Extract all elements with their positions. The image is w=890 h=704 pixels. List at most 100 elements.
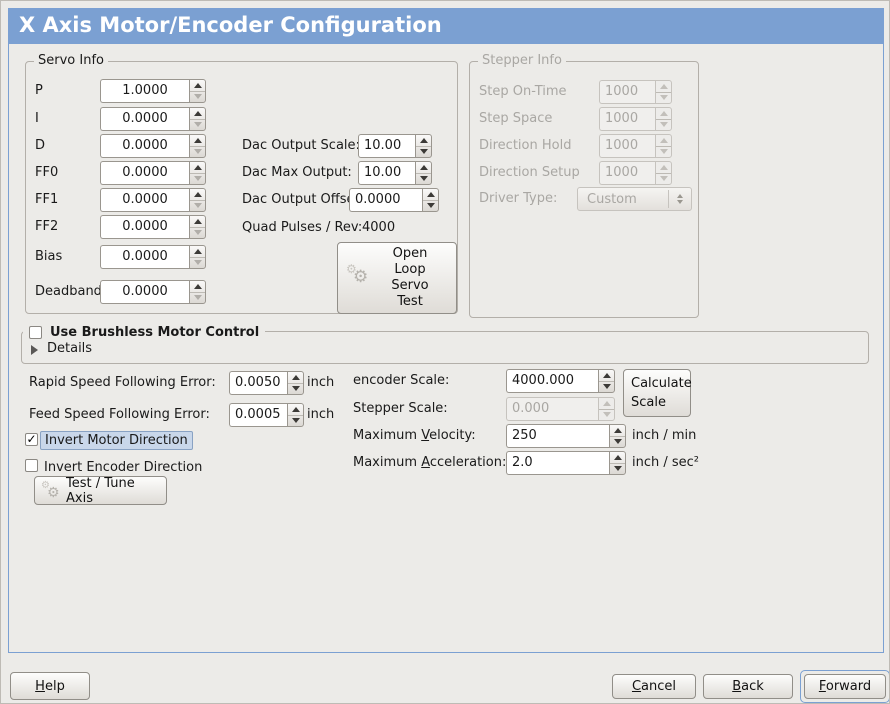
spin-down-icon[interactable] — [190, 199, 205, 212]
d-input[interactable]: 0.0000 — [100, 134, 189, 158]
back-button[interactable]: Back — [703, 674, 793, 699]
spin-down-icon[interactable] — [190, 172, 205, 185]
rapid-following-error-spinner[interactable] — [287, 371, 304, 395]
feed-following-error-unit: inch — [307, 407, 335, 422]
stepper-scale-spinner — [598, 397, 615, 421]
feed-following-error-spinner[interactable] — [287, 403, 304, 427]
spin-up-icon[interactable] — [190, 216, 205, 227]
encoder-scale-spinner[interactable] — [598, 369, 615, 393]
stepper-scale-label: Stepper Scale: — [353, 401, 448, 416]
help-button[interactable]: Help — [10, 672, 90, 700]
direction-hold-spinner — [655, 134, 672, 158]
spin-down-icon[interactable] — [190, 90, 205, 103]
max-velocity-input[interactable]: 250 — [506, 424, 609, 448]
combo-separator — [668, 190, 669, 208]
spin-down-icon[interactable] — [610, 435, 625, 448]
spin-up-icon[interactable] — [190, 135, 205, 146]
invert-encoder-label[interactable]: Invert Encoder Direction — [44, 460, 203, 475]
dac-output-offset-spinner[interactable] — [422, 188, 439, 212]
forward-button[interactable]: Forward — [804, 674, 886, 699]
dac-max-output-label: Dac Max Output: — [242, 165, 352, 180]
spin-up-icon[interactable] — [190, 189, 205, 200]
spin-up-icon — [656, 108, 671, 119]
dac-output-scale-spinner[interactable] — [415, 134, 432, 158]
spin-up-icon[interactable] — [416, 135, 431, 146]
spin-up-icon[interactable] — [288, 404, 303, 415]
ff0-input[interactable]: 0.0000 — [100, 161, 189, 185]
step-on-time-input: 1000 — [599, 80, 655, 104]
deadband-input[interactable]: 0.0000 — [100, 280, 189, 304]
ff1-spinner[interactable] — [189, 188, 206, 212]
open-loop-servo-test-button[interactable]: Open Loop Servo Test — [337, 242, 457, 314]
spin-down-icon[interactable] — [190, 256, 205, 269]
ff2-input[interactable]: 0.0000 — [100, 215, 189, 239]
spin-up-icon[interactable] — [416, 162, 431, 173]
feed-following-error-input[interactable]: 0.0005 — [229, 403, 287, 427]
dac-max-output-input[interactable]: 10.00 — [358, 161, 415, 185]
spin-up-icon[interactable] — [190, 108, 205, 119]
max-acceleration-input[interactable]: 2.0 — [506, 451, 609, 475]
i-spinner[interactable] — [189, 107, 206, 131]
spin-up-icon[interactable] — [610, 452, 625, 463]
p-input[interactable]: 1.0000 — [100, 79, 189, 103]
rapid-following-error-input[interactable]: 0.0050 — [229, 371, 287, 395]
spin-down-icon[interactable] — [190, 291, 205, 304]
spin-down-icon[interactable] — [288, 382, 303, 395]
bias-input[interactable]: 0.0000 — [100, 245, 189, 269]
direction-setup-spinner — [655, 161, 672, 185]
spin-up-icon[interactable] — [190, 281, 205, 292]
quad-pulses-label: Quad Pulses / Rev: — [242, 220, 363, 235]
test-tune-axis-button[interactable]: Test / Tune Axis — [34, 476, 167, 506]
dac-output-offset-input[interactable]: 0.0000 — [349, 188, 422, 212]
ff0-spinner[interactable] — [189, 161, 206, 185]
max-acceleration-spinner[interactable] — [609, 451, 626, 475]
spin-down-icon[interactable] — [416, 172, 431, 185]
d-label: D — [35, 138, 46, 153]
spin-down-icon[interactable] — [288, 414, 303, 427]
ff2-spinner[interactable] — [189, 215, 206, 239]
dac-output-scale-input[interactable]: 10.00 — [358, 134, 415, 158]
details-expander-label[interactable]: Details — [47, 341, 93, 356]
spin-up-icon[interactable] — [190, 162, 205, 173]
spin-down-icon[interactable] — [599, 380, 614, 393]
deadband-spinner[interactable] — [189, 280, 206, 304]
ff1-input[interactable]: 0.0000 — [100, 188, 189, 212]
step-space-spinner — [655, 107, 672, 131]
calculate-scale-button[interactable]: Calculate Scale — [623, 369, 692, 417]
direction-setup-input: 1000 — [599, 161, 655, 185]
p-spinner[interactable] — [189, 79, 206, 103]
spin-up-icon — [656, 135, 671, 146]
details-expander-icon[interactable] — [31, 345, 38, 355]
rapid-following-error-label: Rapid Speed Following Error: — [29, 375, 216, 390]
spin-down-icon — [656, 172, 671, 185]
bias-spinner[interactable] — [189, 245, 206, 269]
invert-motor-checkbox[interactable]: ✓ — [25, 432, 38, 446]
d-spinner[interactable] — [189, 134, 206, 158]
spin-up-icon[interactable] — [288, 372, 303, 383]
spin-down-icon[interactable] — [190, 118, 205, 131]
spin-down-icon[interactable] — [190, 226, 205, 239]
i-input[interactable]: 0.0000 — [100, 107, 189, 131]
use-brushless-checkbox[interactable] — [29, 325, 42, 339]
cancel-button[interactable]: Cancel — [612, 674, 696, 699]
gears-icon — [41, 480, 63, 502]
invert-encoder-checkbox[interactable] — [25, 459, 38, 472]
spin-down-icon[interactable] — [416, 145, 431, 158]
encoder-scale-input[interactable]: 4000.000 — [506, 369, 598, 393]
spin-up-icon[interactable] — [190, 80, 205, 91]
p-label: P — [35, 83, 43, 98]
spin-up-icon[interactable] — [610, 425, 625, 436]
spin-up-icon[interactable] — [190, 246, 205, 257]
spin-up-icon[interactable] — [423, 189, 438, 200]
invert-motor-label[interactable]: Invert Motor Direction — [40, 431, 193, 450]
spin-up-icon[interactable] — [599, 370, 614, 381]
rapid-following-error-unit: inch — [307, 375, 335, 390]
spin-down-icon[interactable] — [423, 199, 438, 212]
max-velocity-spinner[interactable] — [609, 424, 626, 448]
dac-max-output-spinner[interactable] — [415, 161, 432, 185]
stepper-info-legend: Stepper Info — [478, 53, 566, 68]
spin-down-icon[interactable] — [190, 145, 205, 158]
spin-down-icon[interactable] — [610, 462, 625, 475]
use-brushless-label[interactable]: Use Brushless Motor Control — [50, 324, 260, 340]
